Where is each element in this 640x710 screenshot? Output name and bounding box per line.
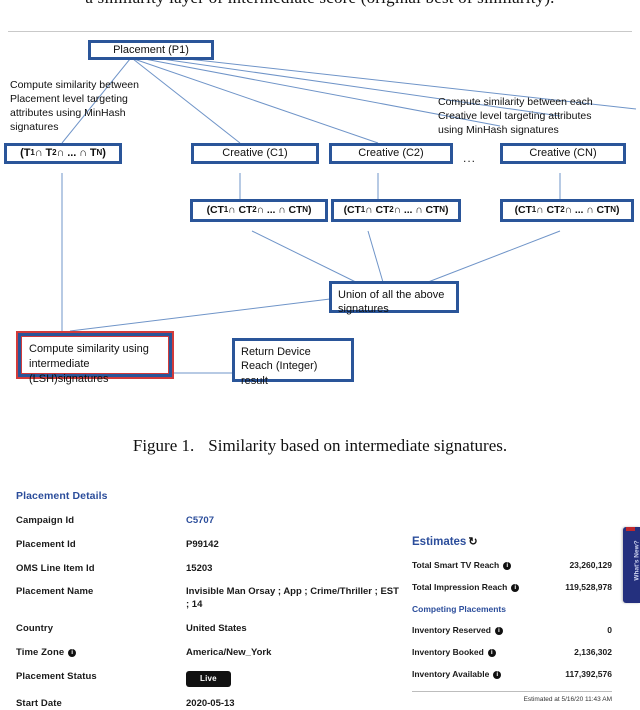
- info-icon[interactable]: i: [487, 649, 496, 657]
- detail-label: Start Date: [16, 698, 62, 710]
- estimate-label-text: Inventory Booked: [412, 647, 484, 657]
- estimate-label-text: Total Smart TV Reach: [412, 560, 500, 570]
- estimate-value-inventory-booked: 2,136,302: [574, 647, 612, 657]
- estimate-label-text: Total Impression Reach: [412, 582, 508, 592]
- estimate-label-text: Inventory Reserved: [412, 625, 491, 635]
- competing-placements-title: Competing Placements: [412, 604, 506, 614]
- detail-row-oms-line-item-id: OMS Line Item Id 15203: [16, 563, 406, 576]
- node-compute-lsh[interactable]: Compute similarity using intermediate (L…: [16, 331, 174, 385]
- estimates-timestamp: Estimated at 5/16/20 11:43 AM: [412, 691, 612, 703]
- estimate-value-impression-reach: 119,528,978: [565, 582, 612, 592]
- whats-new-side-tab[interactable]: What's New?: [623, 527, 640, 603]
- detail-value-oms-line-item-id: 15203: [186, 562, 213, 574]
- info-icon[interactable]: i: [503, 562, 512, 570]
- figure-caption-text: Similarity based on intermediate signatu…: [208, 436, 508, 455]
- node-return-result[interactable]: Return Device Reach (Integer) result: [232, 338, 354, 387]
- info-icon[interactable]: i: [68, 648, 77, 657]
- annotation-right-note: Compute similarity between each Creative…: [438, 96, 593, 136]
- node-compute-lsh-label: Compute similarity using intermediate (L…: [21, 336, 169, 385]
- horizontal-divider: [8, 31, 632, 32]
- detail-label: Placement Id: [16, 538, 76, 550]
- detail-row-campaign-id: Campaign Id C5707: [16, 515, 406, 528]
- annotation-left-note: Compute similarity between Placement lev…: [10, 79, 139, 133]
- connector-lines: [61, 52, 637, 374]
- detail-value-start-date: 2020-05-13: [186, 698, 235, 710]
- info-icon[interactable]: i: [493, 671, 502, 679]
- figure-caption-number: Figure 1.: [132, 436, 195, 455]
- detail-row-placement-status: Placement Status Live: [16, 670, 406, 688]
- figure-diagram: Placement (P1) Compute similarity betwee…: [0, 31, 640, 426]
- creative-ellipsis: ...: [463, 151, 477, 165]
- detail-value-campaign-id[interactable]: C5707: [186, 515, 214, 526]
- status-badge: Live: [186, 670, 231, 688]
- estimate-value-inventory-reserved: 0: [607, 625, 612, 635]
- detail-label: Placement Name: [16, 586, 94, 598]
- info-icon[interactable]: i: [494, 627, 503, 635]
- placement-details-panel: Placement Details Campaign Id C5707 Plac…: [16, 490, 406, 710]
- cropped-body-text: a similarity layer of intermediate score…: [0, 0, 640, 8]
- estimates-title-row: Estimates ↻: [412, 535, 612, 549]
- detail-row-start-date: Start Date 2020-05-13: [16, 698, 406, 710]
- side-tab-marker: [626, 527, 635, 531]
- detail-value-placement-name: Invisible Man Orsay ; App ; Crime/Thrill…: [186, 586, 399, 611]
- placement-details-screenshot: Placement Details Campaign Id C5707 Plac…: [0, 480, 640, 710]
- estimate-label-text: Inventory Available: [412, 669, 490, 679]
- detail-label: Campaign Id: [16, 515, 75, 526]
- figure-caption: Figure 1. Similarity based on intermediat…: [0, 436, 640, 456]
- placement-details-title: Placement Details: [16, 490, 108, 502]
- detail-label: Placement Status: [16, 670, 97, 682]
- detail-value-time-zone: America/New_York: [186, 646, 272, 658]
- node-placement[interactable]: Placement (P1): [88, 40, 214, 60]
- estimate-value-smart-tv-reach: 23,260,129: [569, 560, 612, 570]
- detail-row-placement-name: Placement Name Invisible Man Orsay ; App…: [16, 586, 406, 612]
- node-creative-cn[interactable]: Creative (CN): [500, 143, 626, 164]
- estimate-value-inventory-available: 117,392,576: [565, 669, 612, 679]
- side-tab-label: What's New?: [633, 540, 640, 581]
- node-creative-c2[interactable]: Creative (C2): [329, 143, 453, 164]
- detail-value-country: United States: [186, 623, 247, 635]
- node-creative-c1[interactable]: Creative (C1): [191, 143, 319, 164]
- detail-value-placement-status: Live: [186, 670, 231, 688]
- detail-value-placement-id: P99142: [186, 538, 219, 550]
- detail-label-text: Time Zone: [16, 646, 65, 658]
- refresh-icon[interactable]: ↻: [468, 536, 478, 548]
- estimates-title: Estimates: [412, 535, 467, 548]
- info-icon[interactable]: i: [511, 584, 520, 592]
- node-union-signatures[interactable]: Union of all the above signatures: [329, 281, 459, 315]
- detail-label: Country: [16, 623, 54, 635]
- detail-row-country: Country United States: [16, 623, 406, 636]
- detail-label: OMS Line Item Id: [16, 562, 95, 574]
- detail-row-placement-id: Placement Id P99142: [16, 539, 406, 552]
